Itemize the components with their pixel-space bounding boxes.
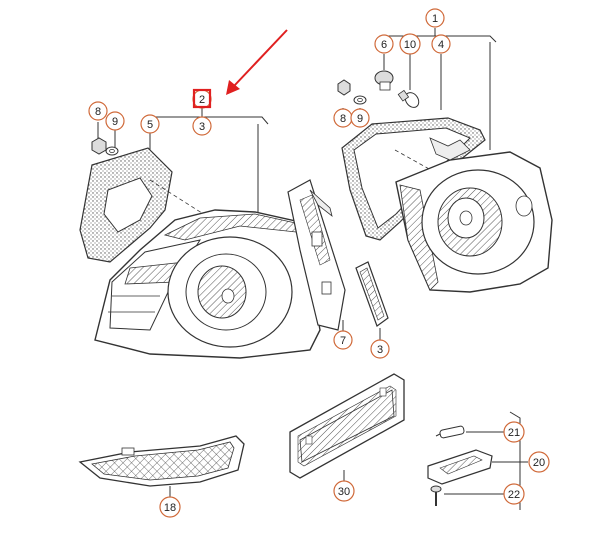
callout-c9b: 9 <box>350 108 370 128</box>
callout-number: 20 <box>533 457 545 469</box>
lamp-leader-lines <box>444 411 528 510</box>
side-reflector <box>78 435 245 498</box>
callout-c6: 6 <box>374 34 394 54</box>
callout-number: 30 <box>338 486 350 498</box>
callout-circle <box>503 421 525 443</box>
callout-c8a: 8 <box>88 101 108 121</box>
callout-c20: 20 <box>528 451 550 473</box>
callout-number: 8 <box>95 106 101 118</box>
callout-circle <box>159 496 181 518</box>
callout-c7: 7 <box>333 330 353 350</box>
callout-circle <box>370 339 390 359</box>
callout-number: 9 <box>357 113 363 125</box>
callout-circle <box>425 8 445 28</box>
hex-nut <box>91 137 107 155</box>
mounting-bracket <box>287 179 346 332</box>
callout-circle <box>399 33 421 55</box>
callout-number: 4 <box>438 39 444 51</box>
highlight-box <box>192 88 212 109</box>
license-plate-lamp <box>427 449 493 485</box>
callout-number: 22 <box>508 489 520 501</box>
callout-number: 3 <box>199 121 205 133</box>
bulb <box>397 89 420 108</box>
washer <box>105 146 119 156</box>
callout-c10: 10 <box>399 33 421 55</box>
license-plate-bracket <box>289 373 405 482</box>
callout-c18: 18 <box>159 496 181 518</box>
callout-number: 2 <box>199 94 205 106</box>
hex-nut <box>337 79 351 96</box>
callout-number: 9 <box>112 116 118 128</box>
callout-circle <box>431 34 451 54</box>
callout-circle <box>374 34 394 54</box>
callout-circle <box>192 116 212 136</box>
inner-taillight <box>395 137 553 293</box>
callout-number: 8 <box>340 113 346 125</box>
callout-circle <box>333 480 355 502</box>
callout-number: 1 <box>432 13 438 25</box>
callout-circle <box>333 330 353 350</box>
callout-circle <box>503 483 525 505</box>
outer-taillight <box>94 209 321 359</box>
outer-gasket <box>79 147 173 263</box>
callout-circle <box>88 101 108 121</box>
callout-number: 5 <box>147 119 153 131</box>
callout-c21: 21 <box>503 421 525 443</box>
callout-c8b: 8 <box>333 108 353 128</box>
callout-number: 3 <box>377 344 383 356</box>
lamp-bulb <box>435 425 465 439</box>
callout-c1: 1 <box>425 8 445 28</box>
callout-c22: 22 <box>503 483 525 505</box>
highlight-arrow <box>226 29 288 95</box>
cover-cap <box>355 261 389 340</box>
bulb-holder <box>374 70 394 91</box>
callout-number: 10 <box>404 39 416 51</box>
callout-c2: 2 <box>192 88 212 109</box>
lamp-screw <box>430 485 442 506</box>
callout-number: 21 <box>508 427 520 439</box>
callout-c30: 30 <box>333 480 355 502</box>
callout-c5: 5 <box>140 114 160 134</box>
callout-c9a: 9 <box>105 111 125 131</box>
callout-c4: 4 <box>431 34 451 54</box>
callout-c3b: 3 <box>370 339 390 359</box>
inner-lamp-leader-lines <box>342 28 497 150</box>
washer <box>353 95 367 105</box>
callout-circle <box>105 111 125 131</box>
callout-circle <box>140 114 160 134</box>
callout-circle <box>528 451 550 473</box>
callout-number: 7 <box>340 335 346 347</box>
callout-number: 6 <box>381 39 387 51</box>
callout-c3a: 3 <box>192 116 212 136</box>
callout-circle <box>350 108 370 128</box>
callout-number: 18 <box>164 502 176 514</box>
